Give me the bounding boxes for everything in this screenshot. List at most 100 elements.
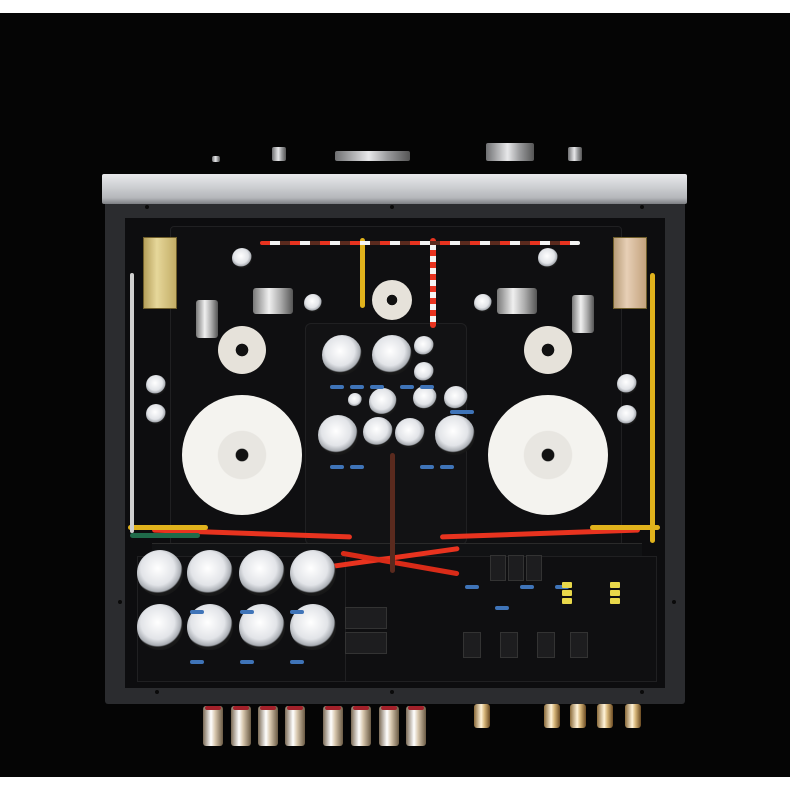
filter-capacitor [414,336,434,356]
filter-capacitor [435,415,475,455]
small-capacitor [538,248,558,268]
film-capacitor [196,300,218,338]
chassis-screw [390,205,394,209]
resistor [350,465,364,469]
filter-capacitor [318,415,358,455]
relay [508,555,524,581]
filter-capacitor [363,417,393,447]
small-capacitor [146,404,166,424]
speaker-terminal [203,706,223,746]
film-capacitor-yellow [562,598,572,604]
small-capacitor [617,405,637,425]
chassis-screw [155,690,159,694]
knob-left [272,147,286,161]
resistor [190,610,204,614]
psu-capacitor [239,550,285,596]
relay [526,555,542,581]
filter-capacitor [372,335,412,375]
rca-input-jack [625,704,641,728]
filter-capacitor [413,386,437,410]
resistor [190,660,204,664]
speaker-terminal [231,706,251,746]
small-capacitor [304,294,322,312]
knob-right [568,147,582,161]
resistor [290,660,304,664]
speaker-terminal [258,706,278,746]
wire-yellow [650,273,655,543]
resistor [350,385,364,389]
wire-yellow [128,525,208,530]
psu-capacitor [187,550,233,596]
rca-input-jack [474,704,490,728]
driver-socket-left [218,326,266,374]
chassis-screw [640,690,644,694]
resistor [520,585,534,589]
relay [490,555,506,581]
film-capacitor [497,288,537,314]
front-faceplate [102,174,687,204]
relay [570,632,588,658]
resistor [240,660,254,664]
resistor [240,610,254,614]
wire-green [130,533,200,538]
wire-yellow [590,525,660,530]
resistor [420,465,434,469]
amplifier-photo [0,13,790,777]
resistor [420,385,434,389]
resistor [440,465,454,469]
relay [463,632,481,658]
speaker-terminal [351,706,371,746]
output-transformer-left [143,237,177,309]
resistor [370,385,384,389]
resistor [400,385,414,389]
relay [345,607,387,629]
filter-capacitor [369,388,397,416]
wire-brown-bundle [390,453,395,573]
small-capacitor [617,374,637,394]
film-capacitor-yellow [610,598,620,604]
small-capacitor [474,294,492,312]
resistor [465,585,479,589]
small-capacitor [232,248,252,268]
psu-capacitor [137,604,183,650]
chassis-screw [145,205,149,209]
wire-twisted-yellow [360,238,365,308]
film-capacitor-yellow [610,590,620,596]
filter-capacitor [322,335,362,375]
speaker-terminal [406,706,426,746]
film-capacitor-yellow [610,582,620,588]
wire-bundle-top [260,241,580,245]
rectifier-socket-center [372,280,412,320]
small-knob-left [212,156,220,162]
chassis-screw [672,600,676,604]
resistor [330,465,344,469]
psu-capacitor [137,550,183,596]
speaker-terminal [323,706,343,746]
output-transformer-right [613,237,647,309]
power-tube-socket-left [182,395,302,515]
rca-input-jack [544,704,560,728]
chassis-screw [640,205,644,209]
driver-socket-right [524,326,572,374]
speaker-terminal [285,706,305,746]
power-tube-socket-right [488,395,608,515]
resistor [460,410,474,414]
film-capacitor [253,288,293,314]
wire-twisted-red-white [430,238,436,328]
relay [345,632,387,654]
film-capacitor [572,295,594,333]
resistor [290,610,304,614]
resistor [450,410,464,414]
rca-input-jack [570,704,586,728]
resistor [330,385,344,389]
small-capacitor [146,375,166,395]
filter-capacitor [348,393,362,407]
psu-capacitor [290,550,336,596]
filter-capacitor [395,418,425,448]
speaker-terminal [379,706,399,746]
volume-knob [486,143,534,161]
rca-input-jack [597,704,613,728]
filter-capacitor [444,386,468,410]
wire-white [130,273,134,533]
chassis-screw [390,690,394,694]
